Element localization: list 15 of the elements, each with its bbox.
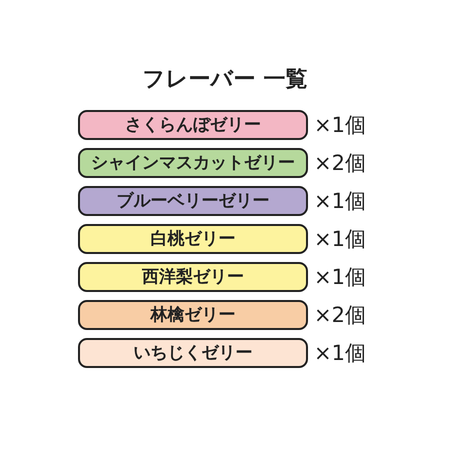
flavor-label: いちじくゼリー — [78, 338, 308, 368]
quantity-text: ×2個 — [314, 150, 366, 177]
title: フレーバー 一覧 — [142, 66, 308, 94]
quantity-text: ×1個 — [314, 226, 366, 253]
flavor-label: さくらんぼゼリー — [78, 110, 308, 140]
flavor-label: シャインマスカットゼリー — [78, 148, 308, 178]
flavor-label: 西洋梨ゼリー — [78, 262, 308, 292]
quantity-text: ×1個 — [314, 112, 366, 139]
flavor-label: 白桃ゼリー — [78, 224, 308, 254]
flavor-label: 林檎ゼリー — [78, 300, 308, 330]
quantity-text: ×1個 — [314, 188, 366, 215]
flavor-label: ブルーベリーゼリー — [78, 186, 308, 216]
quantity-text: ×2個 — [314, 302, 366, 329]
quantity-text: ×1個 — [314, 264, 366, 291]
quantity-text: ×1個 — [314, 340, 366, 367]
